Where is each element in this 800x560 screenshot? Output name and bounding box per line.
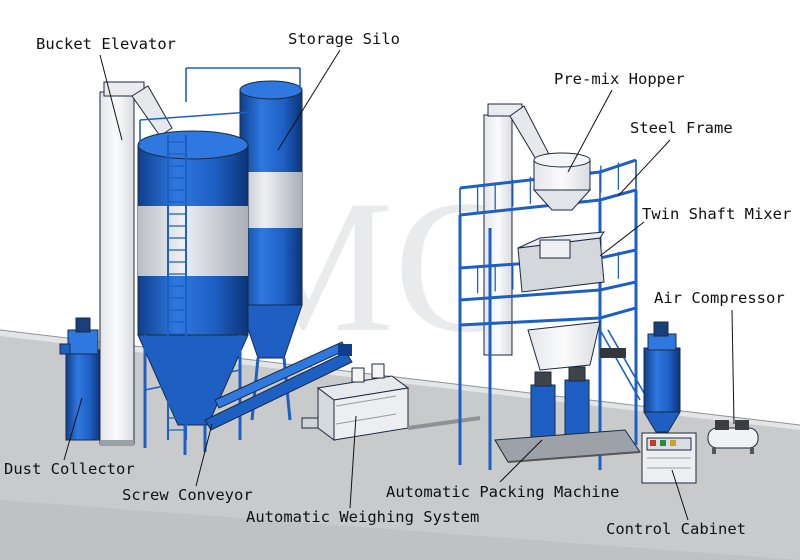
dust-collector-right [643, 321, 681, 433]
leader-automatic-weighing-system [349, 415, 357, 509]
label-air-compressor: Air Compressor [654, 289, 785, 307]
label-automatic-packing-machine: Automatic Packing Machine [386, 483, 619, 501]
label-bucket-elevator: Bucket Elevator [36, 35, 176, 53]
leader-screw-conveyor [195, 423, 213, 487]
label-screw-conveyor: Screw Conveyor [122, 486, 253, 504]
label-control-cabinet: Control Cabinet [606, 520, 746, 538]
weighing-system [301, 363, 481, 441]
air-compressor [707, 420, 759, 454]
leader-twin-shaft-mixer [599, 221, 645, 257]
label-premix-hopper: Pre-mix Hopper [554, 70, 685, 88]
storage-silo-front [137, 111, 251, 455]
leader-steel-frame [617, 139, 671, 197]
leader-dust-collector [63, 397, 83, 461]
leader-bucket-elevator [99, 54, 123, 141]
control-cabinet [641, 432, 697, 484]
leader-automatic-packing-machine [499, 439, 543, 483]
twin-shaft-mixer [517, 231, 626, 371]
packing-machines [494, 366, 641, 463]
leader-control-cabinet [671, 469, 689, 521]
label-twin-shaft-mixer: Twin Shaft Mixer [642, 205, 791, 223]
callouts: Bucket Elevator Storage Silo Pre-mix Hop… [4, 30, 791, 538]
label-dust-collector: Dust Collector [4, 460, 135, 478]
label-storage-silo: Storage Silo [288, 30, 400, 48]
leader-premix-hopper [567, 89, 613, 173]
leader-storage-silo [277, 49, 341, 151]
label-steel-frame: Steel Frame [630, 119, 733, 137]
leader-air-compressor [731, 309, 735, 425]
silo-ladder [167, 135, 187, 440]
label-automatic-weighing-system: Automatic Weighing System [246, 508, 479, 526]
bucket-elevator-left [99, 81, 173, 446]
dust-collector-left [59, 317, 101, 441]
screw-conveyor [204, 341, 353, 431]
premix-hopper [532, 152, 592, 211]
